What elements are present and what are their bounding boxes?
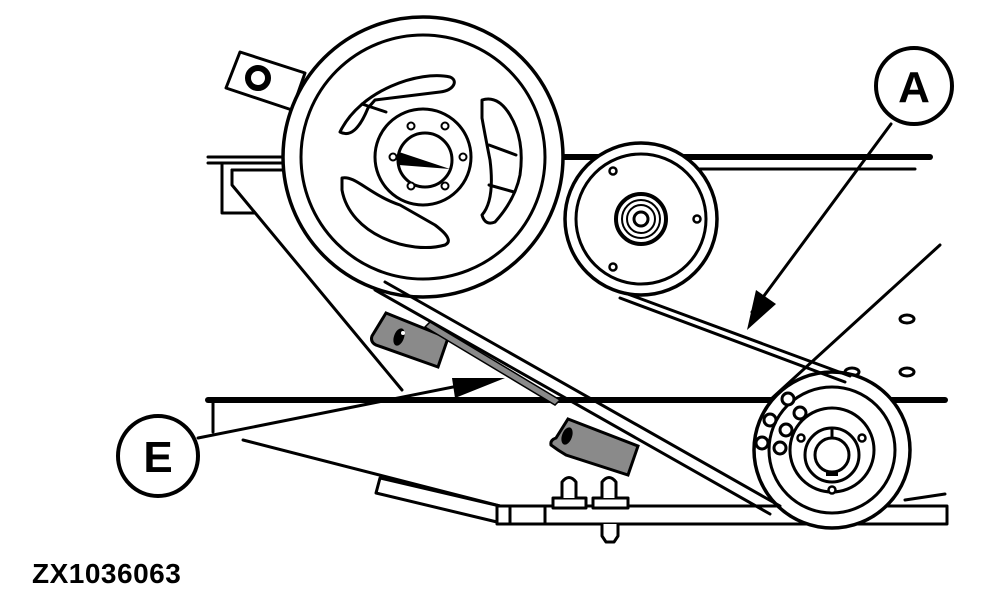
callout-a: A xyxy=(747,46,954,330)
mounting-bolts xyxy=(551,476,630,544)
belt-guide-lower xyxy=(549,417,640,477)
belt-guide xyxy=(370,311,640,477)
frame-brace xyxy=(768,243,942,402)
belt-guide-upper xyxy=(370,311,450,369)
callout-e: E xyxy=(116,378,505,498)
drive-belt xyxy=(373,280,852,516)
drive-pulley xyxy=(752,370,912,530)
callout-e-label: E xyxy=(143,433,172,482)
callout-a-label: A xyxy=(898,63,930,112)
idler-pulley xyxy=(563,141,719,297)
large-pulley xyxy=(281,15,565,299)
figure-id-label: ZX1036063 xyxy=(32,558,182,589)
